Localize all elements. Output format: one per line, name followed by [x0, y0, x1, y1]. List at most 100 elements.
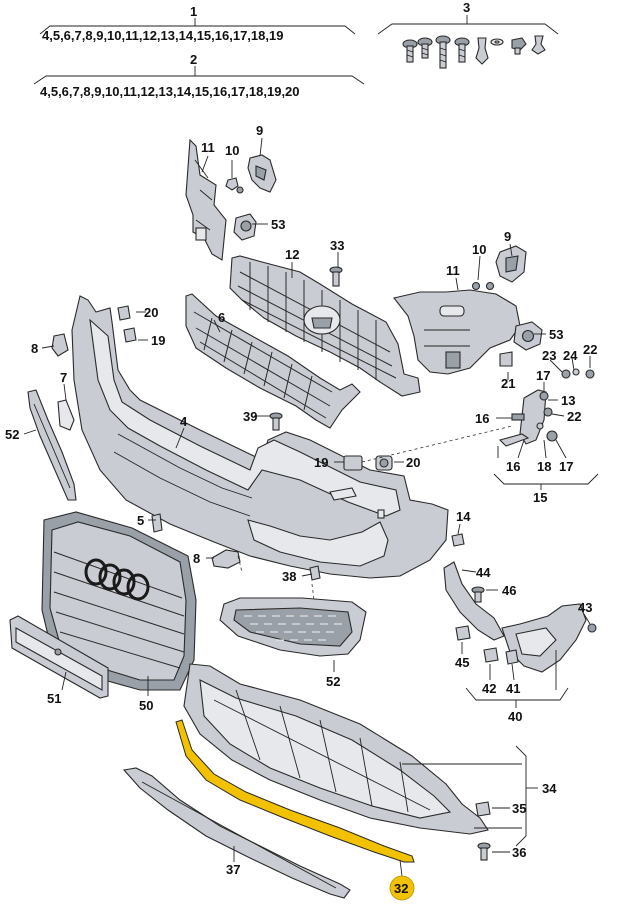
label-6: 6: [218, 310, 225, 325]
label-19: 19: [151, 333, 165, 348]
label-39: 39: [243, 409, 257, 424]
label-7: 7: [60, 370, 67, 385]
label-14: 14: [456, 509, 471, 524]
label-12: 12: [285, 247, 299, 262]
underbody-shield-34: [183, 663, 489, 835]
mount-bracket-left: [247, 154, 277, 193]
trim-strip-32-highlighted: [175, 719, 415, 863]
label-21: 21: [501, 376, 515, 391]
label-52-left: 52: [5, 427, 19, 442]
group-1-range: 4,5,6,7,8,9,10,11,12,13,14,15,16,17,18,1…: [42, 28, 283, 43]
nut-icon: [511, 37, 527, 55]
bolt-33: [329, 266, 343, 287]
group-2-header: 2 4,5,6,7,8,9,10,11,12,13,14,15,16,17,18…: [33, 52, 365, 99]
label-38: 38: [282, 569, 296, 584]
group-1-header: 1 4,5,6,7,8,9,10,11,12,13,14,15,16,17,18…: [39, 4, 356, 43]
label-4: 4: [180, 414, 188, 429]
label-20: 20: [144, 305, 158, 320]
leader-lines: [23, 137, 599, 877]
group-3-header: 3: [377, 0, 559, 35]
badge-32-highlight: 32: [389, 875, 415, 901]
mount-bracket-right: [495, 245, 527, 283]
clip-14: [451, 533, 465, 547]
side-guide-44: [443, 561, 505, 641]
label-50: 50: [139, 698, 153, 713]
clip-10-left: [225, 177, 244, 194]
left-small-parts: [51, 333, 321, 581]
label-51: 51: [47, 691, 61, 706]
label-10: 10: [225, 143, 239, 158]
label-8-lower: 8: [193, 551, 200, 566]
label-8: 8: [31, 341, 38, 356]
fog-grille-52: [219, 597, 367, 657]
label-23: 23: [542, 348, 556, 363]
label-22-lower: 22: [567, 409, 581, 424]
label-34: 34: [542, 781, 557, 796]
label-33: 33: [330, 238, 344, 253]
bumper-cover-4: [71, 295, 449, 579]
side-bracket-assembly-15: [498, 389, 558, 447]
label-43: 43: [578, 600, 592, 615]
bolt-39: [269, 412, 283, 431]
screw-icon: [417, 37, 433, 59]
label-24: 24: [563, 348, 578, 363]
label-10-right: 10: [472, 242, 486, 257]
label-19-lower: 19: [314, 455, 328, 470]
sensor-holder-53-right: [513, 321, 543, 351]
label-17: 17: [536, 368, 550, 383]
side-bracket-40: [501, 603, 587, 673]
fastener-36: [477, 842, 491, 861]
label-15: 15: [533, 490, 547, 505]
sensor-holder-53-left: [233, 213, 257, 241]
washer-icon: [490, 38, 504, 46]
label-44: 44: [476, 565, 491, 580]
group-2-range: 4,5,6,7,8,9,10,11,12,13,14,15,16,17,18,1…: [40, 84, 300, 99]
label-13: 13: [561, 393, 575, 408]
label-5: 5: [137, 513, 144, 528]
screw-icon: [435, 35, 451, 69]
label-53: 53: [271, 217, 285, 232]
label-9: 9: [256, 123, 263, 138]
label-37: 37: [226, 862, 240, 877]
clip-10-right: [471, 281, 495, 291]
label-16: 16: [475, 411, 489, 426]
callout-labels: 11 10 9 53 12 33 20 6 19 8 7 39 4 52 19 …: [5, 123, 597, 877]
screw-icon: [454, 37, 470, 63]
group-3-number: 3: [463, 0, 470, 15]
label-20-lower: 20: [406, 455, 420, 470]
screw-icon: [402, 39, 418, 63]
label-36: 36: [512, 845, 526, 860]
label-22: 22: [583, 342, 597, 357]
audi-rings-logo: [84, 558, 150, 601]
clips-19-20: [117, 305, 393, 471]
label-9-right: 9: [504, 229, 511, 244]
group-3-fasteners: [402, 35, 546, 69]
label-42: 42: [482, 681, 496, 696]
lower-spoiler-37: [122, 767, 351, 899]
guide-bracket-right: [393, 289, 521, 375]
right-small-fasteners: [499, 351, 595, 379]
grille-carrier-12: [229, 255, 421, 397]
clip-icon: [531, 35, 546, 55]
fastener-35: [475, 801, 491, 817]
side-trim-52-left: [27, 389, 77, 501]
label-18: 18: [537, 459, 551, 474]
label-11: 11: [201, 140, 215, 155]
label-16-lower: 16: [506, 459, 520, 474]
guide-bracket-left: [185, 138, 227, 261]
clip-icon: [475, 37, 489, 65]
honeycomb-pattern: [244, 615, 342, 641]
label-11-right: 11: [446, 263, 460, 278]
label-45: 45: [455, 655, 469, 670]
label-52-right: 52: [326, 674, 340, 689]
label-40: 40: [508, 709, 522, 724]
radiator-grille-50: [41, 511, 197, 691]
label-46: 46: [502, 583, 516, 598]
label-53-right: 53: [549, 327, 563, 342]
label-41: 41: [506, 681, 520, 696]
group-1-number: 1: [190, 4, 197, 19]
label-17-lower: 17: [559, 459, 573, 474]
small-clips-41-42-45-46-43: [455, 586, 597, 665]
group-2-number: 2: [190, 52, 197, 67]
